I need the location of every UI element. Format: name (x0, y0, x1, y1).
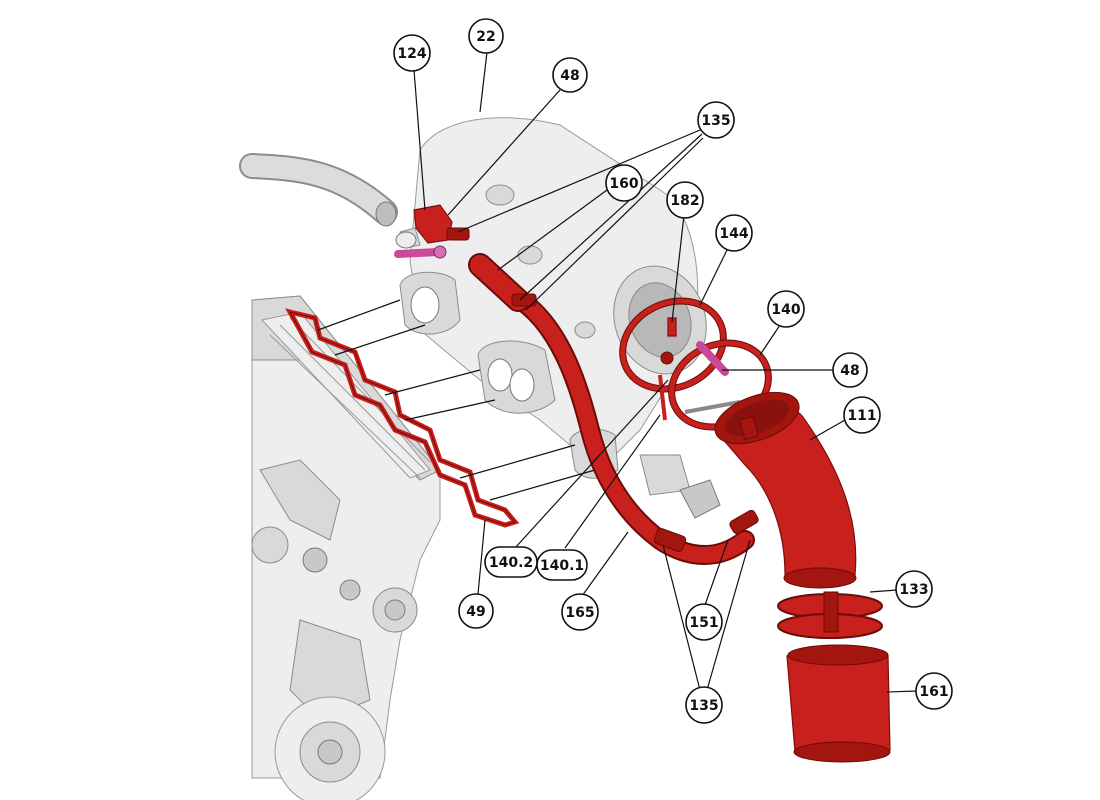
callout-161: 161 (915, 672, 953, 710)
callout-22: 22 (468, 18, 504, 54)
callout-label: 124 (397, 46, 426, 62)
callout-182: 182 (666, 181, 704, 219)
engine-block (251, 295, 441, 800)
red-hose-165 (502, 285, 759, 565)
callout-label: 48 (560, 68, 579, 84)
callout-label: 140.1 (540, 558, 584, 574)
callout-label: 135 (689, 698, 718, 714)
callout-label: 161 (919, 684, 948, 700)
callout-label: 144 (719, 226, 748, 242)
callout-48-right: 48 (832, 352, 868, 388)
exhaust-manifold (399, 117, 721, 519)
callout-label: 49 (466, 604, 485, 620)
callout-label: 140 (771, 302, 800, 318)
callout-140-1: 140.1 (536, 549, 588, 581)
callout-label: 135 (701, 113, 730, 129)
callout-160: 160 (605, 164, 643, 202)
callout-140: 140 (767, 290, 805, 328)
callout-label: 22 (476, 29, 495, 45)
callout-label: 165 (565, 605, 594, 621)
callout-124: 124 (393, 34, 431, 72)
callout-label: 182 (670, 193, 699, 209)
red-elbow-111 (714, 391, 857, 589)
callout-label: 160 (609, 176, 638, 192)
callout-label: 151 (689, 615, 718, 631)
callout-133: 133 (895, 570, 933, 608)
callout-144: 144 (715, 214, 753, 252)
callout-135-top: 135 (697, 101, 735, 139)
callout-49: 49 (458, 593, 494, 629)
callout-label: 133 (899, 582, 928, 598)
callout-label: 111 (847, 408, 876, 424)
callout-label: 140.2 (489, 555, 533, 571)
callout-165: 165 (561, 593, 599, 631)
callout-48-top: 48 (552, 57, 588, 93)
callout-111: 111 (843, 396, 881, 434)
callout-135-bottom: 135 (685, 686, 723, 724)
gray-hose (239, 153, 398, 227)
callout-140-2: 140.2 (484, 546, 538, 578)
leader-lines (317, 51, 918, 693)
red-pipe-161 (786, 644, 891, 763)
band-clamps-133 (777, 591, 883, 639)
callout-151: 151 (685, 603, 723, 641)
manifold-gasket (285, 308, 520, 528)
red-fittings-top (394, 204, 537, 312)
callout-label: 48 (840, 363, 859, 379)
